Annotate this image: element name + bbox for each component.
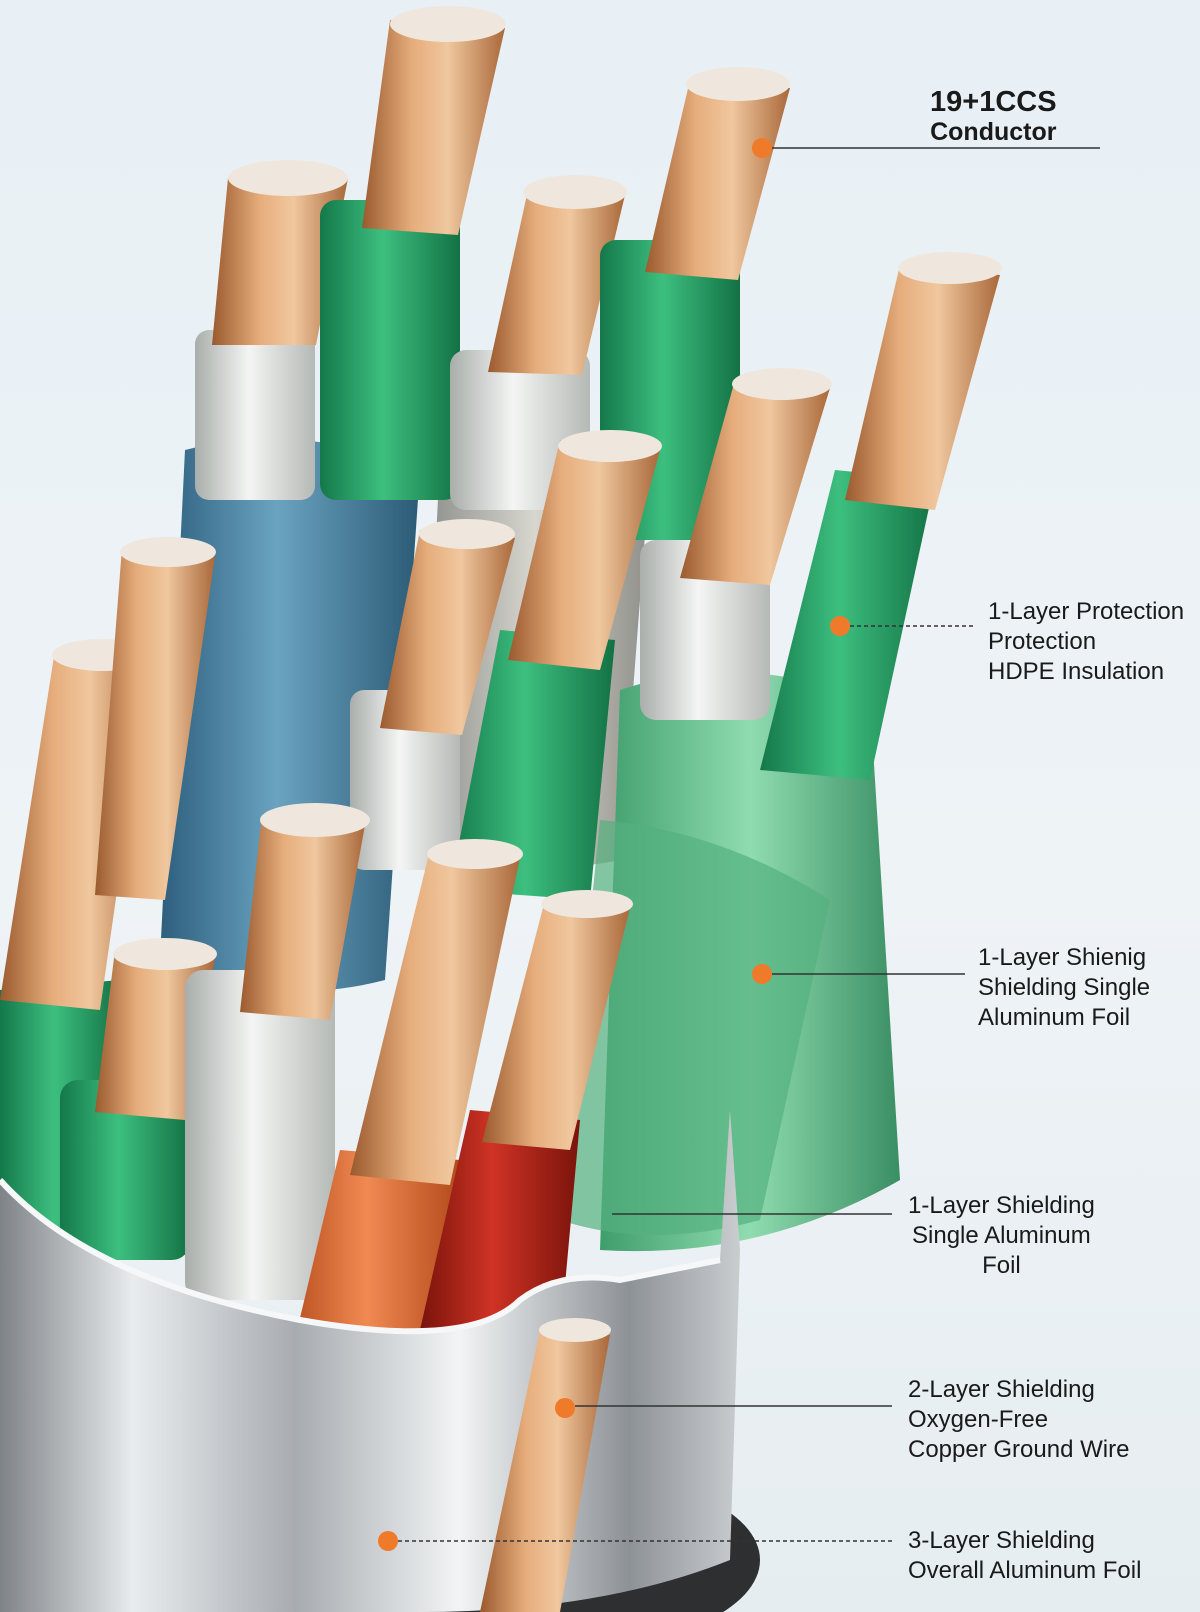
label-ground-wire-line-2: Oxygen-Free bbox=[908, 1406, 1049, 1433]
label-overall-aluminum-foil: 3-Layer Shielding Overall Aluminum Foil bbox=[908, 1526, 1141, 1586]
wire-white-middle bbox=[350, 519, 515, 870]
wire-white-back-left bbox=[195, 160, 348, 500]
wire-red-front bbox=[420, 890, 633, 1340]
callout-overall-foil bbox=[378, 1531, 892, 1551]
label-overall-foil-line-1: 3-Layer Shielding bbox=[908, 1527, 1095, 1554]
label-hdpe-insulation: 1-Layer Protection Protection HDPE Insul… bbox=[988, 597, 1184, 687]
label-ground-wire: 2-Layer Shielding Oxygen-Free Copper Gro… bbox=[908, 1375, 1129, 1465]
green-shield-foil-lower bbox=[560, 820, 830, 1235]
label-single-foil-line-1: 1-Layer Shienig bbox=[978, 944, 1147, 971]
overall-foil-rim bbox=[0, 1177, 721, 1335]
label-pair-foil-line-1: 1-Layer Shielding bbox=[908, 1192, 1095, 1219]
label-single-foil-line-3: Aluminum Foil bbox=[978, 1004, 1131, 1031]
wire-green-middle bbox=[450, 430, 662, 900]
label-ground-wire-line-1: 2-Layer Shielding bbox=[908, 1376, 1095, 1403]
label-pair-foil-line-3: Foil bbox=[982, 1252, 1021, 1279]
label-pair-foil-line-2: Single Aluminum bbox=[912, 1222, 1091, 1249]
label-conductor-line-2: Conductor bbox=[930, 118, 1057, 146]
label-conductor-line-1: 19+1CCS bbox=[930, 86, 1057, 118]
callout-single-foil bbox=[752, 964, 965, 984]
callout-conductor bbox=[752, 138, 1100, 158]
label-single-foil-line-2: Shielding Single bbox=[978, 974, 1151, 1001]
callout-ground-wire bbox=[555, 1398, 892, 1418]
label-overall-foil-line-2: Overall Aluminum Foil bbox=[908, 1557, 1142, 1584]
label-pair-aluminum-foil: 1-Layer Shielding Single Aluminum Foil bbox=[908, 1191, 1095, 1281]
wire-green-back-left bbox=[320, 6, 506, 500]
label-single-aluminum-foil: 1-Layer Shienig Shielding Single Aluminu… bbox=[978, 943, 1150, 1033]
label-hdpe-line-2: Protection bbox=[988, 628, 1097, 655]
wire-white-right bbox=[640, 368, 832, 720]
label-conductor: 19+1CCS Conductor bbox=[930, 86, 1057, 146]
label-hdpe-line-1: 1-Layer Protection bbox=[988, 598, 1185, 625]
wire-copper-left-back bbox=[95, 537, 216, 900]
label-ground-wire-line-3: Copper Ground Wire bbox=[908, 1436, 1130, 1463]
wire-green-right bbox=[760, 252, 1002, 780]
label-hdpe-line-3: HDPE Insulation bbox=[988, 658, 1165, 685]
wire-white-front bbox=[185, 803, 370, 1300]
callout-hdpe bbox=[830, 616, 975, 636]
wire-orange-front bbox=[290, 839, 523, 1370]
